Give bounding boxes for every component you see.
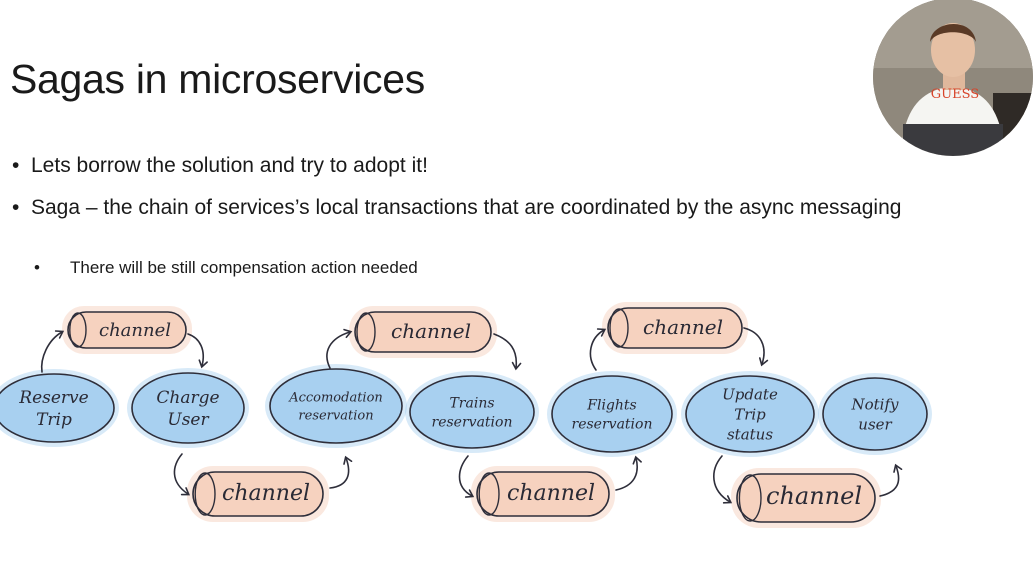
channel-label: channel	[391, 319, 471, 343]
flow-arrow	[458, 455, 475, 498]
sub-bullet-text: There will be still compensation action …	[70, 258, 418, 277]
node-label: status	[727, 425, 773, 443]
channel-end	[738, 474, 762, 522]
channel-label: channel	[766, 482, 862, 510]
channel-body	[736, 473, 876, 523]
flow-arrow	[329, 455, 353, 489]
node-ellipse	[409, 375, 535, 449]
channel-body	[476, 471, 610, 517]
service-node: Flights reservation	[547, 371, 677, 457]
node-label: Charge	[156, 388, 219, 408]
bullet-text: Saga – the chain of services’s local tra…	[31, 196, 902, 219]
node-label: Update	[722, 385, 778, 403]
channel-label: channel	[507, 481, 595, 506]
channel-label: channel	[99, 320, 171, 341]
slide-title: Sagas in microservices	[10, 56, 425, 102]
presenter-video: GUESS	[873, 0, 1033, 156]
channel-body	[354, 311, 492, 353]
node-ellipse	[269, 368, 403, 444]
flow-arrow	[589, 328, 607, 371]
node-ellipse	[131, 372, 245, 444]
node-ellipse	[551, 375, 673, 453]
channel-cylinder: channel	[602, 302, 748, 354]
flow-arrow	[879, 463, 903, 497]
bullet-dot: •	[34, 258, 40, 277]
node-label: user	[858, 415, 892, 433]
channel-cylinder: channel	[62, 306, 192, 354]
node-label: Reserve	[18, 388, 88, 408]
service-node: Notify user	[818, 373, 932, 455]
flow-arrow	[743, 327, 769, 367]
bullet-item: • Saga – the chain of services’s local t…	[12, 194, 912, 221]
channels: channel channel channel channel channel chann…	[62, 302, 881, 528]
flow-arrow	[713, 455, 733, 504]
channel-cylinder: channel	[731, 468, 881, 528]
flow-arrow	[187, 333, 208, 369]
channel-cylinder: channel	[187, 466, 329, 522]
sub-bullet-item: • There will be still compensation actio…	[34, 254, 418, 281]
arrows	[40, 327, 903, 504]
node-label: reservation	[432, 414, 513, 430]
bullet-item: • Lets borrow the solution and try to ad…	[12, 152, 428, 179]
node-label: User	[167, 410, 209, 430]
channel-label: channel	[643, 315, 723, 339]
channel-end	[478, 472, 500, 516]
bullet-dot: •	[12, 196, 20, 219]
node-label: Trip	[734, 405, 766, 423]
node-label: reservation	[572, 416, 653, 432]
flow-arrow	[40, 330, 65, 373]
channel-end	[609, 308, 629, 348]
node-ellipse	[685, 375, 815, 453]
webcam-overlay: GUESS	[873, 0, 1033, 156]
channel-label: channel	[222, 481, 310, 506]
node-label: Trip	[36, 410, 72, 430]
channel-body	[192, 471, 324, 517]
flow-arrow	[615, 455, 642, 491]
channel-body	[607, 307, 743, 349]
flow-arrow	[173, 453, 191, 496]
node-label: Trains	[449, 395, 494, 411]
flow-arrow	[326, 328, 353, 369]
channel-end	[194, 472, 216, 516]
node-ellipse	[0, 373, 115, 443]
channel-end	[69, 312, 87, 348]
node-label: Notify	[850, 395, 899, 413]
node-label: Accomodation	[288, 391, 383, 406]
service-nodes: ReserveTripChargeUserAccomodationreserva…	[0, 364, 932, 457]
node-ellipse	[822, 377, 928, 451]
channel-cylinder: channel	[349, 306, 497, 358]
bullet-text: Lets borrow the solution and try to adop…	[31, 154, 428, 177]
shirt-logo: GUESS	[931, 87, 979, 102]
channel-cylinder: channel	[471, 466, 615, 522]
node-label: reservation	[298, 409, 373, 424]
bullet-dot: •	[12, 154, 20, 177]
node-label: Flights	[586, 397, 636, 413]
channel-body	[67, 311, 187, 349]
service-node: Trains reservation	[405, 371, 539, 453]
saga-diagram: ReserveTripChargeUserAccomodationreserva…	[0, 302, 932, 528]
service-node: Accomodation reservation	[265, 364, 407, 448]
flow-arrow	[493, 333, 522, 371]
channel-end	[356, 312, 376, 352]
